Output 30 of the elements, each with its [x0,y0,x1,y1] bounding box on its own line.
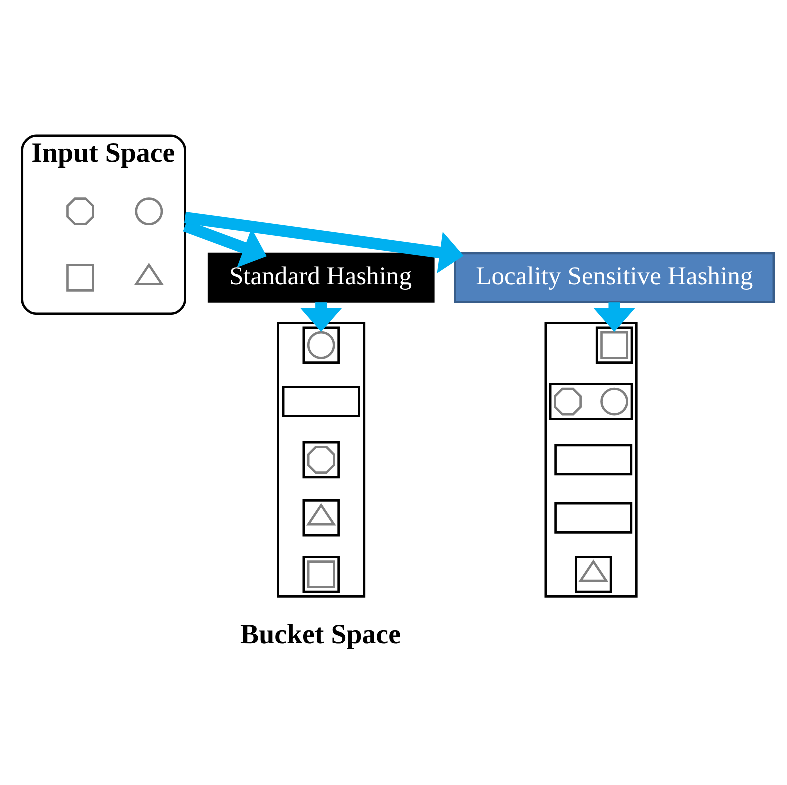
cluster [302,556,340,594]
arrow [184,212,464,274]
node-triangle [306,503,336,526]
arrow [300,302,342,332]
node-triangle [578,560,609,582]
arrow [594,302,636,332]
cluster [277,322,366,598]
node-box [600,331,629,360]
node-triangle [134,263,164,286]
node-box [66,264,94,292]
node-box [554,444,633,476]
cluster [302,441,340,479]
node-box [554,502,633,534]
arrow [183,220,267,268]
node-box: Standard Hashing [208,252,435,303]
node-box [307,560,336,589]
cluster [596,326,634,364]
node-box: Locality Sensitive Hashing [454,252,776,304]
node-octagon [66,198,94,226]
node-octagon [554,388,582,416]
node-octagon [307,446,336,474]
cluster: Input Space [21,134,186,316]
cluster [575,556,612,594]
label: Bucket Space [240,619,401,650]
cluster [549,383,634,420]
node-circle [600,388,629,416]
cluster [544,322,638,598]
cluster [302,500,340,537]
node-box [282,386,360,418]
node-circle [135,198,164,226]
